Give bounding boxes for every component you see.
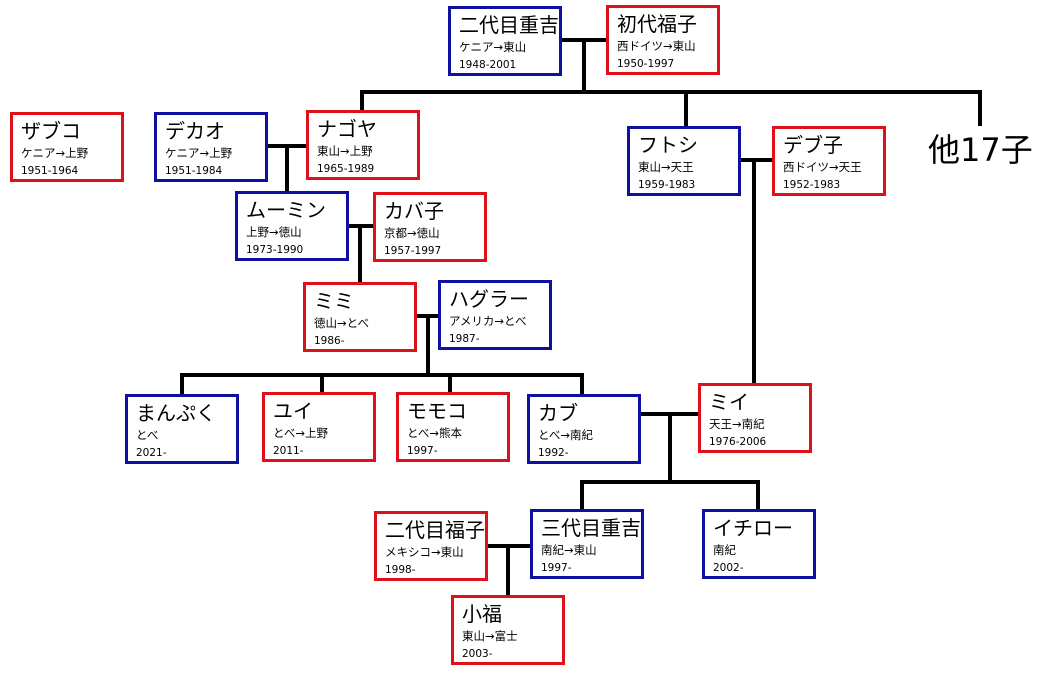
person-years: 1951-1984 xyxy=(165,165,223,177)
person-location: 東山→富士 xyxy=(462,629,518,643)
person-name: 二代目重吉 xyxy=(459,13,559,37)
person-node-kabako: カバ子 京都→徳山 1957-1997 xyxy=(373,192,487,262)
person-location: ケニア→上野 xyxy=(165,146,233,160)
person-location: とべ→南紀 xyxy=(538,428,594,442)
person-location: ケニア→上野 xyxy=(21,146,89,160)
person-years: 1998- xyxy=(385,564,416,576)
person-years: 2002- xyxy=(713,562,744,574)
person-name: ザブコ xyxy=(21,119,81,143)
person-name: フトシ xyxy=(638,133,698,157)
person-years: 2003- xyxy=(462,648,493,660)
person-location: 徳山→とべ xyxy=(314,316,370,330)
person-years: 1965-1989 xyxy=(317,163,375,175)
person-location: 京都→徳山 xyxy=(384,226,440,240)
other-children-label: 他17子 xyxy=(928,131,1033,169)
person-name: まんぷく xyxy=(136,401,216,425)
person-years: 2011- xyxy=(273,445,304,457)
person-name: カブ xyxy=(538,401,578,425)
person-node-fukuko-1: 初代福子 西ドイツ→東山 1950-1997 xyxy=(606,5,720,75)
person-years: 1986- xyxy=(314,335,345,347)
person-node-kabu: カブ とべ→南紀 1992- xyxy=(527,394,641,464)
person-node-futoshi: フトシ 東山→天王 1959-1983 xyxy=(627,126,741,196)
person-name: 初代福子 xyxy=(617,12,697,36)
person-years: 1948-2001 xyxy=(459,59,517,71)
person-years: 1950-1997 xyxy=(617,58,675,70)
person-name: ムーミン xyxy=(246,198,326,222)
person-node-ichiro: イチロー 南紀 2002- xyxy=(702,509,816,579)
person-years: 1957-1997 xyxy=(384,245,442,257)
person-years: 1952-1983 xyxy=(783,179,841,191)
person-node-mimi: ミミ 徳山→とべ 1986- xyxy=(303,282,417,352)
person-node-shigekichi-2: 二代目重吉 ケニア→東山 1948-2001 xyxy=(448,6,562,76)
person-node-zabuko: ザブコ ケニア→上野 1951-1964 xyxy=(10,112,124,182)
person-years: 1951-1964 xyxy=(21,165,79,177)
person-name: 二代目福子 xyxy=(385,518,485,542)
person-years: 2021- xyxy=(136,447,167,459)
person-name: 小福 xyxy=(462,602,502,626)
person-years: 1992- xyxy=(538,447,569,459)
person-location: 西ドイツ→東山 xyxy=(617,39,696,53)
person-name: ミミ xyxy=(314,289,354,313)
person-name: デカオ xyxy=(165,119,225,143)
person-node-manpuku: まんぷく とべ 2021- xyxy=(125,394,239,464)
person-name: 三代目重吉 xyxy=(541,516,641,540)
person-name: カバ子 xyxy=(384,199,444,223)
person-node-yui: ユイ とべ→上野 2011- xyxy=(262,392,376,462)
person-node-kofuku: 小福 東山→富士 2003- xyxy=(451,595,565,665)
person-location: とべ→熊本 xyxy=(407,426,463,440)
person-node-hagura: ハグラー アメリカ→とべ 1987- xyxy=(438,280,552,350)
person-name: デブ子 xyxy=(783,133,843,157)
person-location: 西ドイツ→天王 xyxy=(783,160,862,174)
person-location: とべ xyxy=(136,428,159,442)
person-node-mii: ミイ 天王→南紀 1976-2006 xyxy=(698,383,812,453)
person-years: 1987- xyxy=(449,333,480,345)
person-location: ケニア→東山 xyxy=(459,40,527,54)
person-node-dekao: デカオ ケニア→上野 1951-1984 xyxy=(154,112,268,182)
person-location: 南紀→東山 xyxy=(541,543,597,557)
person-location: アメリカ→とべ xyxy=(449,314,527,328)
person-location: メキシコ→東山 xyxy=(385,545,464,559)
person-location: とべ→上野 xyxy=(273,426,329,440)
person-location: 南紀 xyxy=(713,543,736,557)
person-name: ユイ xyxy=(273,399,313,423)
person-node-momoko: モモコ とべ→熊本 1997- xyxy=(396,392,510,462)
person-node-moomin: ムーミン 上野→徳山 1973-1990 xyxy=(235,191,349,261)
person-years: 1973-1990 xyxy=(246,244,304,256)
person-years: 1959-1983 xyxy=(638,179,696,191)
person-name: モモコ xyxy=(407,399,467,423)
person-years: 1976-2006 xyxy=(709,436,767,448)
person-location: 東山→上野 xyxy=(317,144,373,158)
person-years: 1997- xyxy=(541,562,572,574)
person-node-nagoya: ナゴヤ 東山→上野 1965-1989 xyxy=(306,110,420,180)
person-node-debuko: デブ子 西ドイツ→天王 1952-1983 xyxy=(772,126,886,196)
person-location: 上野→徳山 xyxy=(246,225,302,239)
person-node-fukuko-2: 二代目福子 メキシコ→東山 1998- xyxy=(374,511,488,581)
person-years: 1997- xyxy=(407,445,438,457)
person-name: ミイ xyxy=(709,390,749,414)
person-node-shigekichi-3: 三代目重吉 南紀→東山 1997- xyxy=(530,509,644,579)
person-location: 東山→天王 xyxy=(638,160,694,174)
person-name: ナゴヤ xyxy=(317,117,377,141)
person-name: イチロー xyxy=(713,516,793,540)
person-name: ハグラー xyxy=(449,287,529,311)
person-location: 天王→南紀 xyxy=(709,417,765,431)
